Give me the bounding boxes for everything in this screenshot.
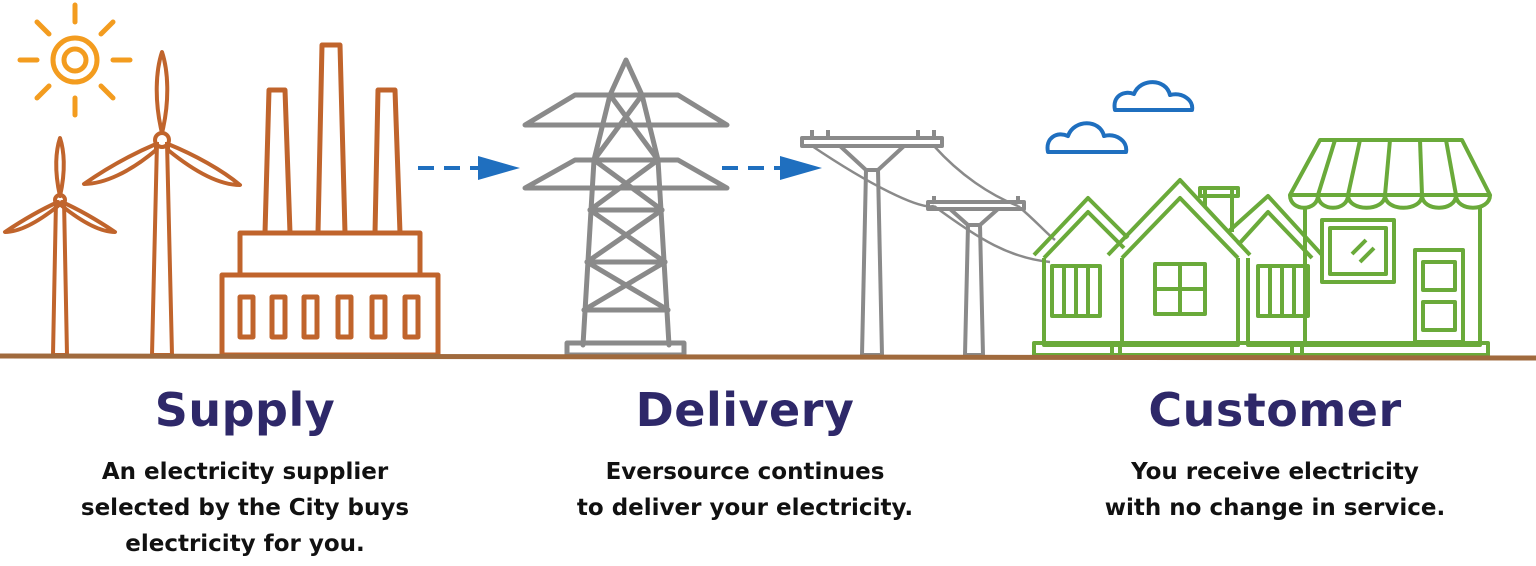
delivery-section: Delivery Eversource continues to deliver… (545, 380, 945, 526)
transmission-tower-icon (522, 57, 730, 358)
customer-description: You receive electricity with no change i… (1070, 454, 1480, 526)
delivery-line-1: Eversource continues (605, 459, 885, 485)
shop-icon (1288, 138, 1492, 357)
customer-line-2: with no change in service. (1104, 495, 1446, 521)
arrow-icon (418, 156, 520, 180)
power-plant-icon (219, 42, 441, 358)
wind-turbine-large-icon (82, 50, 242, 357)
wind-turbine-small-icon (3, 136, 117, 357)
delivery-line-2: to deliver your electricity. (576, 495, 914, 521)
delivery-heading: Delivery (635, 383, 855, 437)
illustration (0, 2, 1536, 361)
ground-line (0, 353, 1536, 361)
house-right-icon (1226, 194, 1324, 347)
supply-heading: Supply (154, 383, 336, 437)
delivery-description: Eversource continues to deliver your ele… (545, 454, 945, 526)
supply-description: An electricity supplier selected by the … (50, 454, 440, 562)
supply-line-2: selected by the City buys (80, 495, 410, 521)
supply-section: Supply An electricity supplier selected … (50, 380, 440, 562)
arrow-icon (722, 156, 822, 180)
power-lines-icon (811, 144, 1056, 264)
customer-line-1: You receive electricity (1131, 459, 1419, 485)
cloud-icon (1045, 80, 1195, 154)
customer-section: Customer You receive electricity with no… (1070, 380, 1480, 526)
customer-heading: Customer (1148, 383, 1402, 437)
supply-line-3: electricity for you. (125, 531, 365, 557)
sun-icon (17, 2, 133, 118)
house-center-icon (1106, 178, 1304, 357)
house-left-icon (1032, 196, 1130, 357)
supply-line-1: An electricity supplier (101, 459, 389, 485)
